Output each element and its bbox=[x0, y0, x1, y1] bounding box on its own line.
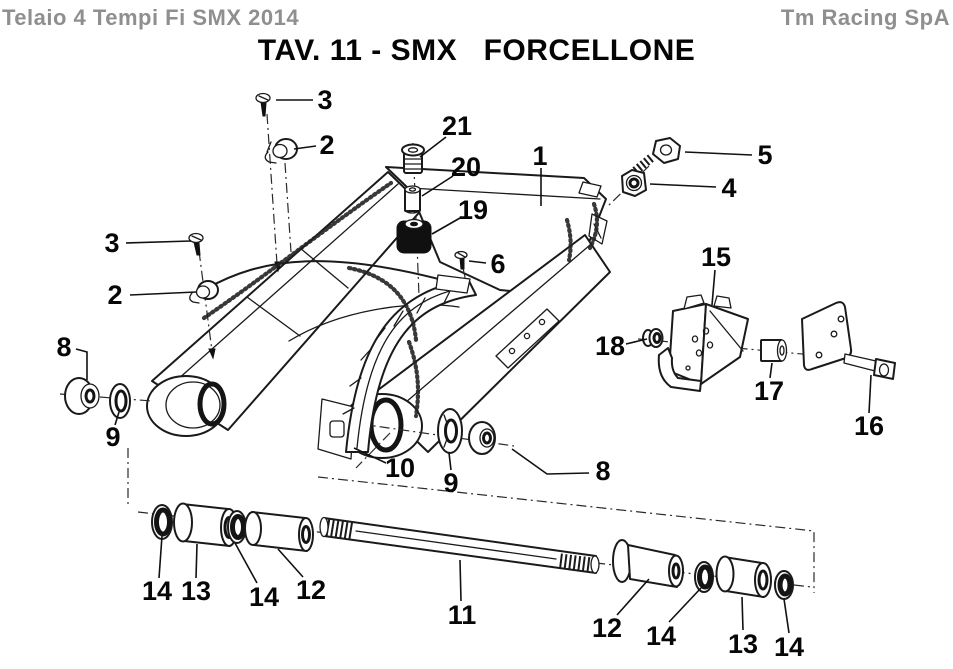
callout-label-16: 16 bbox=[854, 411, 884, 441]
axle-seal-14-d bbox=[774, 570, 794, 600]
chain-roller-clamp-left bbox=[189, 280, 219, 304]
callout-label-21: 21 bbox=[442, 111, 472, 141]
callout-label-2-top: 2 bbox=[319, 130, 334, 160]
callout-label-14-a: 14 bbox=[142, 576, 172, 606]
axle-flanged-spacer-12-b bbox=[612, 539, 684, 588]
callout-label-9-mid: 9 bbox=[443, 468, 458, 498]
callout-leader-4 bbox=[649, 183, 717, 188]
callout-leader-8-left bbox=[75, 348, 88, 380]
adjuster-bolt-5 bbox=[631, 137, 681, 176]
callout-leader-14-b bbox=[234, 542, 258, 584]
callout-label-5: 5 bbox=[757, 140, 772, 170]
guide-bolt-16 bbox=[843, 353, 896, 380]
callout-label-14-c: 14 bbox=[646, 621, 676, 651]
callout-leader-6 bbox=[468, 260, 487, 264]
screw-3-left bbox=[188, 232, 204, 256]
pivot-nut-8-mid bbox=[468, 421, 496, 455]
callout-label-12-b: 12 bbox=[592, 613, 622, 643]
callout-leader-12-a bbox=[277, 548, 304, 578]
callout-label-13-b: 13 bbox=[728, 629, 758, 659]
axle-seal-14-a bbox=[151, 504, 173, 540]
axle-bushing-13-b bbox=[715, 555, 772, 598]
callout-label-14-b: 14 bbox=[249, 582, 279, 612]
screw-3-top bbox=[255, 92, 271, 117]
callout-label-12-a: 12 bbox=[296, 575, 326, 605]
callout-leader-9-left bbox=[114, 411, 120, 426]
callout-label-18: 18 bbox=[595, 331, 625, 361]
callout-label-9-left: 9 bbox=[105, 422, 120, 452]
callout-label-2-left: 2 bbox=[107, 280, 122, 310]
callout-label-20: 20 bbox=[451, 152, 481, 182]
callout-label-1: 1 bbox=[532, 141, 547, 171]
callout-label-17: 17 bbox=[754, 376, 784, 406]
callout-label-14-d: 14 bbox=[774, 632, 804, 662]
page-title: TAV. 11 - SMX FORCELLONE bbox=[257, 34, 696, 67]
screw-6 bbox=[454, 250, 468, 270]
callout-leader-9-mid bbox=[448, 452, 452, 471]
callout-label-19: 19 bbox=[458, 195, 488, 225]
pivot-washer-9-left bbox=[109, 383, 131, 419]
pivot-washer-9-mid bbox=[437, 408, 463, 454]
callout-leader-2-top bbox=[293, 145, 317, 150]
callout-leader-13-a bbox=[195, 543, 198, 579]
chain-roller-19 bbox=[396, 218, 432, 254]
callout-leader-15 bbox=[711, 269, 716, 306]
callout-leader-11 bbox=[459, 559, 462, 602]
callout-label-6: 6 bbox=[490, 249, 505, 279]
guide-nut-18 bbox=[642, 328, 664, 348]
callout-leader-14-d bbox=[783, 598, 790, 634]
callout-label-4: 4 bbox=[721, 173, 736, 203]
chain-guide-block-15 bbox=[657, 294, 749, 392]
callout-label-3-left: 3 bbox=[104, 228, 119, 258]
callout-label-10: 10 bbox=[385, 453, 415, 483]
guide-spacer-17 bbox=[760, 339, 788, 362]
callout-leader-2-left bbox=[129, 291, 197, 296]
callout-leader-13-b bbox=[741, 596, 744, 631]
pivot-nut-8-left bbox=[64, 377, 100, 415]
pivot-shaft-11 bbox=[319, 516, 600, 574]
guide-backing-plate bbox=[801, 301, 853, 371]
callout-leader-8-mid bbox=[511, 448, 590, 475]
doc-brand-label: Tm Racing SpA bbox=[780, 5, 950, 30]
callout-label-11: 11 bbox=[448, 600, 477, 630]
axle-seal-14-c bbox=[694, 561, 714, 593]
callout-leader-18 bbox=[625, 338, 648, 345]
axle-spacer-tube-12-a bbox=[244, 511, 314, 552]
callout-leader-17 bbox=[769, 362, 773, 379]
callout-leader-14-c bbox=[668, 587, 702, 623]
axle-bushing-13-a bbox=[173, 502, 238, 547]
callout-leader-20 bbox=[421, 175, 454, 197]
screw-tip-mark bbox=[208, 348, 216, 360]
callout-label-13-a: 13 bbox=[181, 576, 211, 606]
callout-label-15: 15 bbox=[701, 242, 731, 272]
beam-top-notch bbox=[578, 181, 602, 198]
callout-leader-10 bbox=[353, 447, 387, 464]
callout-leader-5 bbox=[684, 151, 753, 156]
callout-leader-3-left bbox=[125, 240, 192, 244]
callout-leader-16 bbox=[868, 374, 872, 414]
drive-chain bbox=[201, 180, 600, 419]
axle-seal-14-b bbox=[227, 510, 247, 544]
callout-leader-12-b bbox=[616, 578, 650, 616]
callout-label-8-mid: 8 bbox=[595, 456, 610, 486]
callout-label-8-left: 8 bbox=[56, 332, 71, 362]
callout-label-3-top: 3 bbox=[317, 85, 332, 115]
callout-leader-14-a bbox=[158, 535, 163, 579]
roller-cap-bolt-21 bbox=[401, 143, 425, 174]
slider-mount-ear bbox=[435, 274, 471, 294]
doc-model-label: Telaio 4 Tempi Fi SMX 2014 bbox=[2, 5, 300, 30]
roller-spacer-20 bbox=[404, 185, 421, 214]
adjuster-nut-4 bbox=[621, 169, 647, 197]
callout-leader-21 bbox=[419, 136, 447, 158]
callout-leader-19 bbox=[431, 217, 461, 235]
